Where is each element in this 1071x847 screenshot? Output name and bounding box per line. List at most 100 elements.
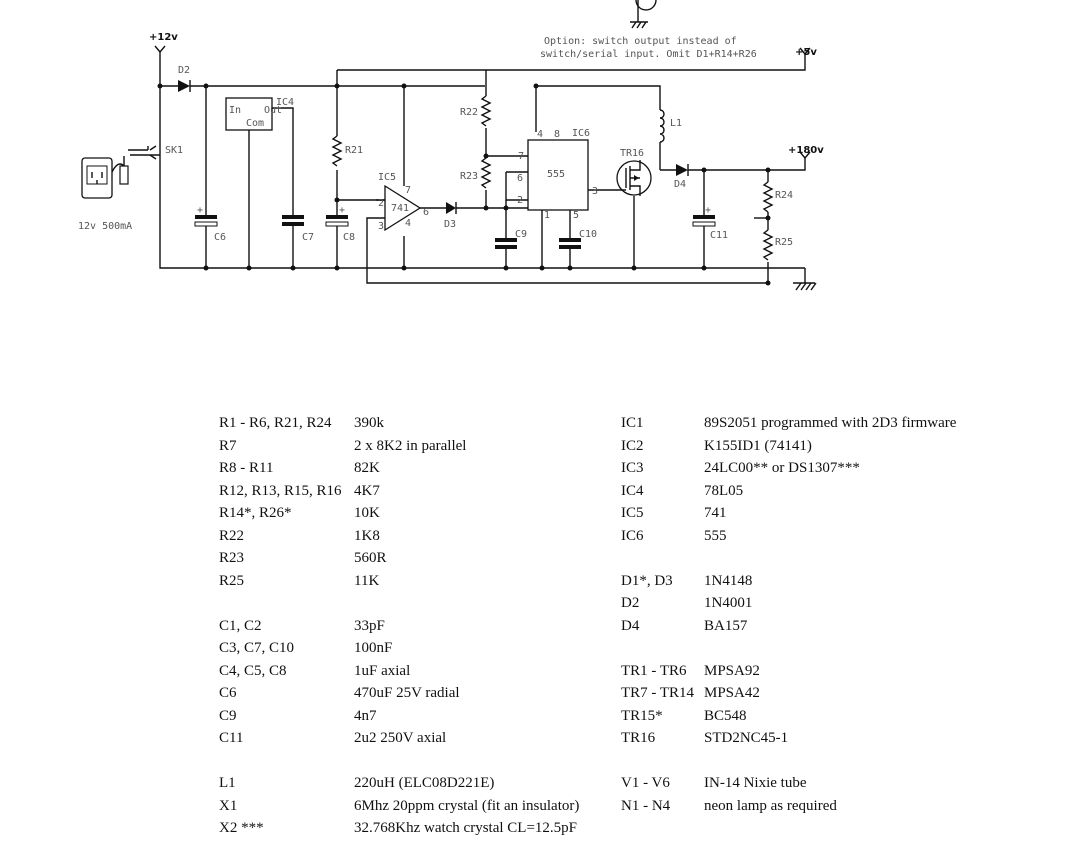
circuit-schematic: +12v +5v +180v Option: switch output ins… [78,0,824,291]
part-value: 560R [354,550,387,566]
part-reference: C3, C7, C10 [219,640,295,656]
wires [159,52,806,284]
diode-d2 [178,80,191,92]
regulator-ic4 [225,97,273,131]
part-value: 78L05 [704,482,744,499]
part-reference: D4 [621,617,640,634]
part-value: MPSA42 [704,685,760,701]
d3-label: D3 [444,219,456,230]
capacitor-c8: + [325,205,349,227]
part-value: 32.768Khz watch crystal CL=12.5pF [354,820,578,836]
ic6-pin2: 2 [517,195,523,206]
c8-label: C8 [343,232,355,243]
part-reference: IC3 [621,460,644,476]
part-reference: R23 [219,550,245,566]
resistor-r22 [480,95,492,127]
ic6-pin4: 4 [537,129,543,140]
part-value: 1N4148 [704,572,753,589]
supply-label: 12v 500mA [78,221,132,232]
rail-180v-label: +180v [788,145,824,156]
part-reference: IC1 [621,415,644,431]
part-reference: R7 [219,437,237,454]
ic4-label: IC4 [276,97,294,108]
part-value: 741 [704,505,727,521]
part-reference: C6 [219,685,237,701]
part-reference: TR7 - TR14 [621,685,695,701]
note-line-2: switch/serial input. Omit D1+R14+R26 [540,49,757,60]
note-line-1: Option: switch output instead of [544,36,737,47]
part-reference: D1*, D3 [621,572,673,589]
part-reference: TR15* [621,707,663,724]
part-value: 6Mhz 20ppm crystal (fit an insulator) [354,797,580,814]
part-value: IN-14 Nixie tube [704,775,807,791]
svg-text:+: + [705,205,711,216]
inductor-l1 [659,109,665,143]
part-reference: N1 - N4 [621,797,671,814]
junction-dots [157,83,771,286]
ic5-pin4: 4 [405,218,411,229]
part-value: 100nF [354,640,393,656]
part-value: 390k [354,415,384,431]
part-reference: R14*, R26* [219,505,292,521]
sk1-label: SK1 [165,145,183,156]
ground-icon [793,282,817,291]
resistor-r25 [762,229,774,261]
part-reference: L1 [219,775,236,791]
part-value: STD2NC45-1 [704,730,789,746]
part-value: 33pF [354,617,385,634]
part-value: 4K7 [354,482,380,499]
c7-label: C7 [302,232,314,243]
part-reference: C9 [219,707,237,724]
part-value: BA157 [704,617,748,634]
c6-label: C6 [214,232,226,243]
part-reference: R25 [219,572,245,589]
part-reference: IC4 [621,482,644,499]
rail-12v-marker [154,45,166,54]
part-reference: X2 *** [219,820,264,836]
part-reference: R8 - R11 [219,460,274,476]
resistor-r24 [762,181,774,213]
part-value: 82K [354,460,380,476]
capacitor-c6: + [194,205,218,227]
ic6-pin7: 7 [518,151,524,162]
ic5-pin3: 3 [378,221,384,232]
capacitor-c11: + [692,205,716,227]
rail-180v-marker [799,151,811,160]
c11-label: C11 [710,230,728,241]
part-value: 220uH (ELC08D221E) [354,775,495,791]
r21-label: R21 [345,145,363,156]
part-value: 1uF axial [354,662,411,679]
ic6-label: IC6 [572,128,590,139]
part-value: 4n7 [354,707,377,724]
rail-5v-marker [799,47,811,56]
d2-label: D2 [178,65,190,76]
resistor-r21 [331,135,343,167]
part-reference: D2 [621,595,640,611]
part-value: 2 x 8K2 in parallel [354,437,467,454]
part-reference: C4, C5, C8 [219,662,287,679]
part-value: K155ID1 (74141) [704,437,812,454]
part-value: BC548 [704,707,747,724]
part-reference: IC5 [621,505,644,521]
part-value: 470uF 25V radial [354,685,460,701]
ic6-pin3: 3 [592,186,598,197]
part-value: 24LC00** or DS1307*** [704,460,860,476]
part-reference: R1 - R6, R21, R24 [219,415,332,431]
timer-ic6 [527,139,589,211]
ic6-pin5: 5 [573,210,579,221]
l1-label: L1 [670,118,682,129]
svg-text:+: + [197,205,203,216]
socket-sk1 [128,145,160,160]
rail-5v-label: +5v [795,47,817,58]
resistor-r23 [480,157,492,189]
power-adapter-icon [81,156,129,199]
part-reference: R12, R13, R15, R16 [219,482,342,499]
part-reference: R22 [219,527,245,544]
ic5-pin2: 2 [378,198,384,209]
diode-d4 [676,164,689,176]
ic6-body-label: 555 [547,169,565,180]
rail-12v-label: +12v [149,32,178,43]
c10-label: C10 [579,229,597,240]
part-value: 1K8 [354,527,380,544]
part-reference: C1, C2 [219,617,262,634]
